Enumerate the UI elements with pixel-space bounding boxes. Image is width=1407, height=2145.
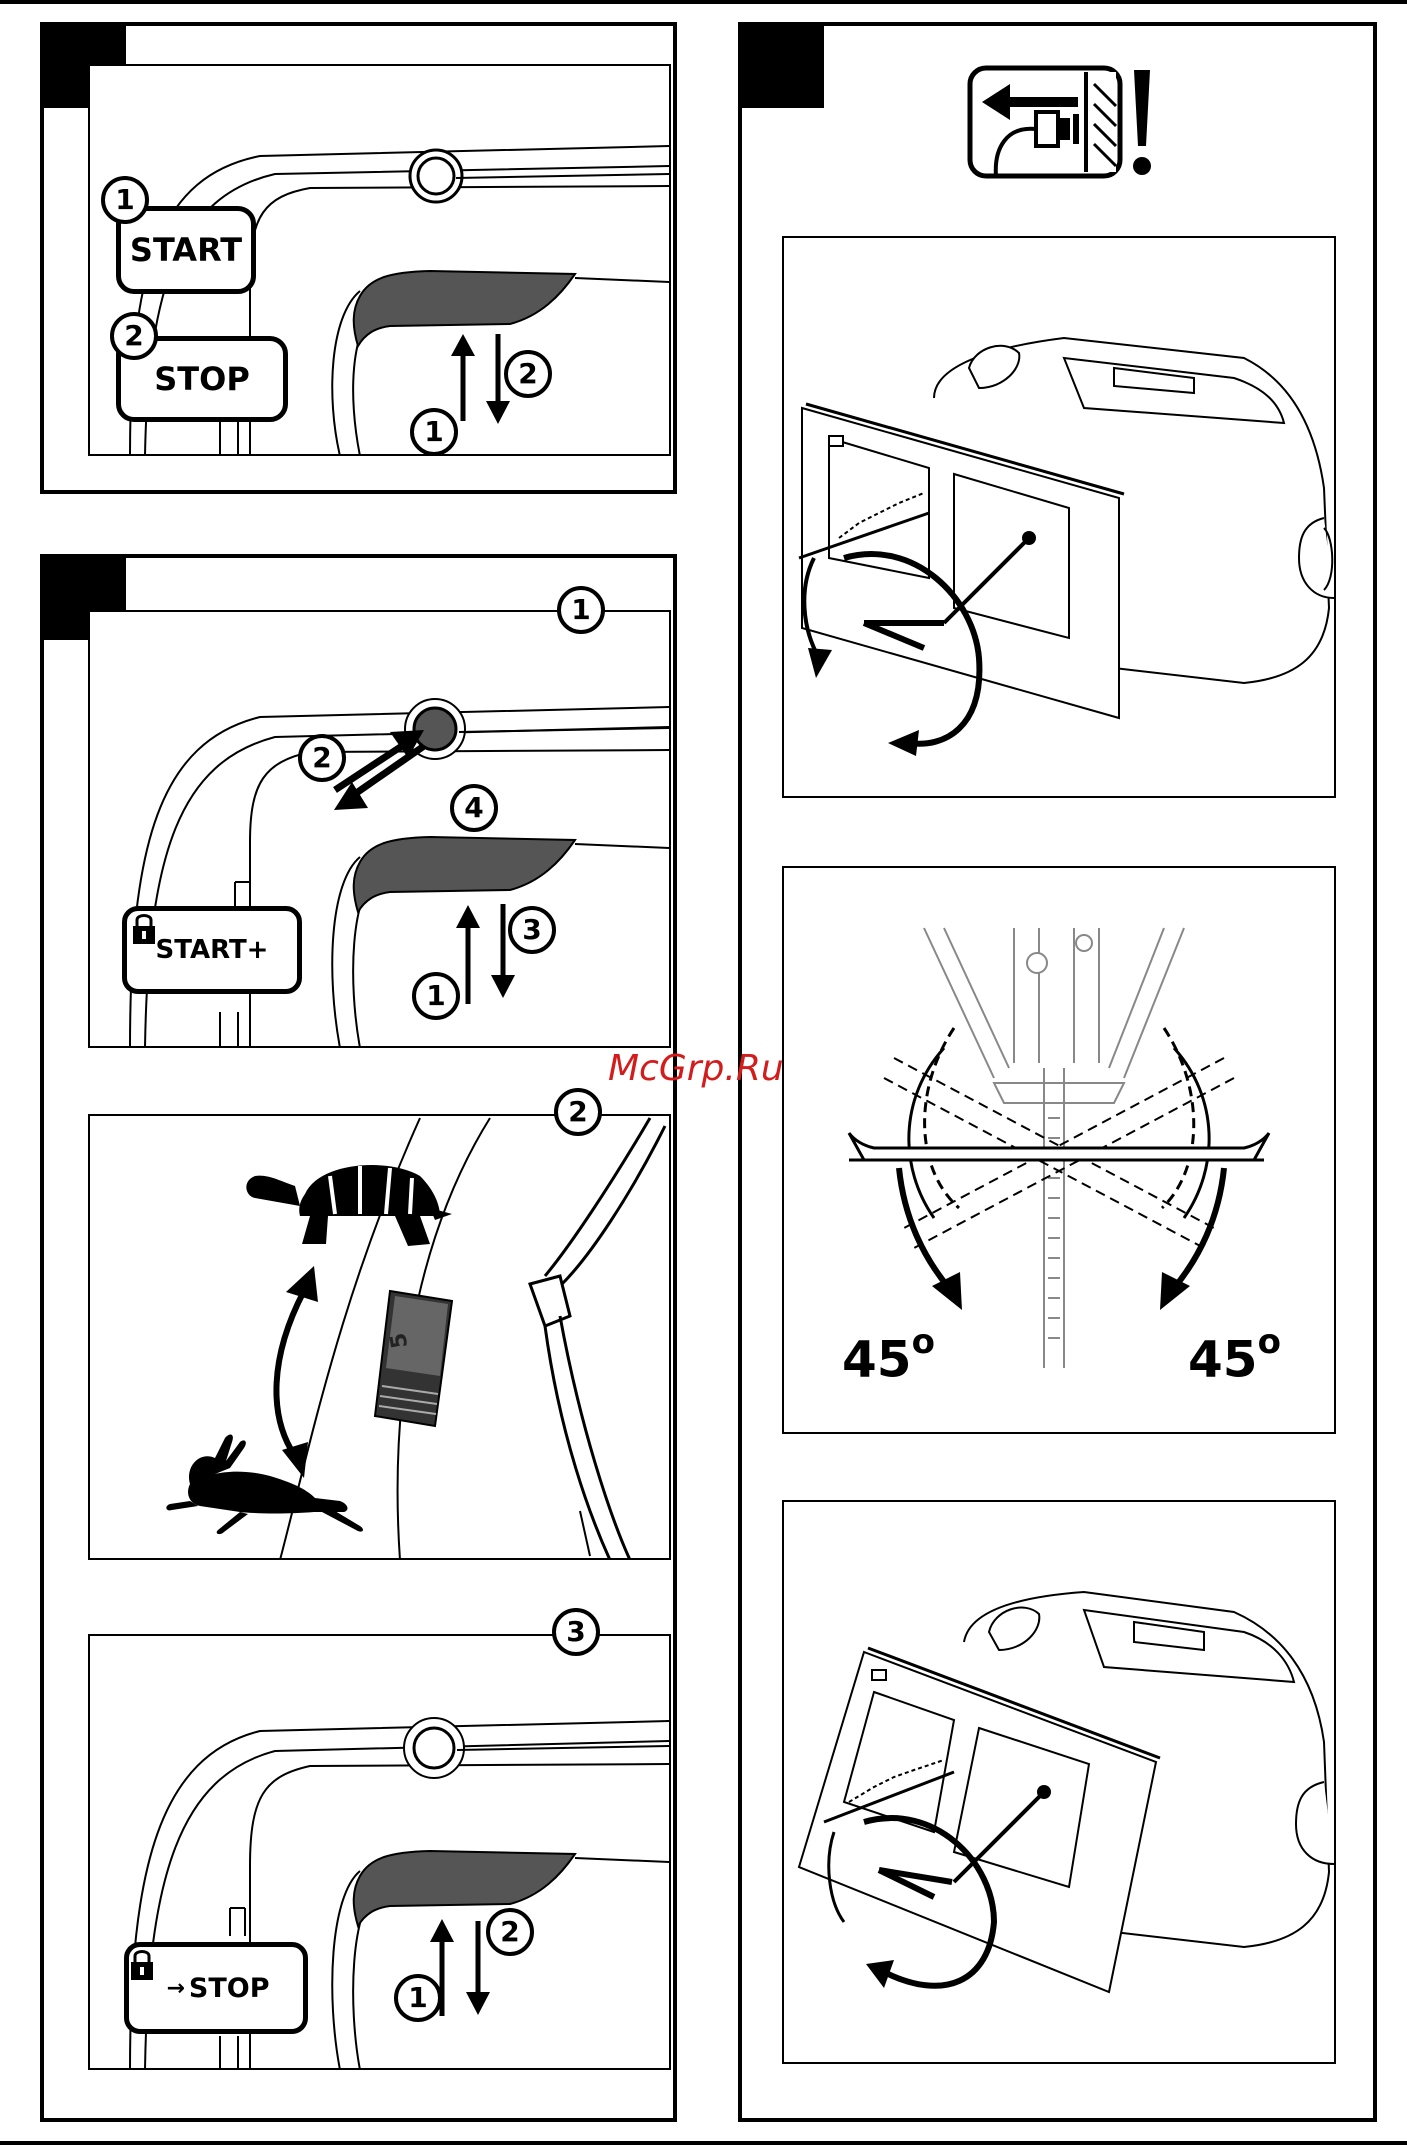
- angle-left-value: 45: [842, 1331, 912, 1389]
- blade-removal-frame: [782, 236, 1336, 798]
- angle-left-label: 45o: [842, 1328, 935, 1389]
- arrow-down-marker: 3: [508, 906, 556, 954]
- lock-stop-button[interactable]: → STOP: [124, 1942, 308, 2034]
- speed-dial[interactable]: [375, 1291, 452, 1426]
- start-marker: 1: [101, 176, 149, 224]
- start-lock-label: START+: [156, 935, 269, 965]
- machine-frame-step3: 1 2 → STOP: [88, 1634, 671, 2070]
- speed-frame: 5: [88, 1114, 671, 1560]
- step3-badge: 3: [552, 1608, 600, 1656]
- press-in-marker: 2: [298, 734, 346, 782]
- degree-mark: o: [912, 1322, 935, 1362]
- blade-removal-illustration: [784, 238, 1336, 798]
- panel-start-stop: 1 2 START 1 STOP 2: [40, 22, 677, 494]
- speed-arrow: [276, 1266, 318, 1478]
- step1-badge: 1: [557, 586, 605, 634]
- panel-blade-adjust: !: [738, 22, 1377, 2122]
- step2-badge: 2: [554, 1088, 602, 1136]
- angle-right-label: 45o: [1188, 1328, 1281, 1389]
- angle-right-value: 45: [1188, 1331, 1258, 1389]
- panel-tab: [742, 26, 824, 108]
- arrow-down-marker: 2: [504, 350, 552, 398]
- machine-frame-step1: 2 4 1 3 START+: [88, 610, 671, 1048]
- arrow-up-marker: 1: [410, 408, 458, 456]
- stop-marker: 2: [110, 312, 158, 360]
- stop-button-label: STOP: [154, 360, 250, 398]
- start-button-label: START: [130, 231, 242, 269]
- unplug-warning-icon: [966, 64, 1156, 184]
- watermark: McGrp.Ru: [608, 1048, 784, 1089]
- blade-angle-frame: 45o 45o: [782, 866, 1336, 1434]
- lock-arrow: →: [166, 1976, 184, 2001]
- hare-icon: [166, 1435, 363, 1535]
- arrow-up-marker: 1: [394, 1974, 442, 2022]
- release-marker: 4: [450, 784, 498, 832]
- lock-icon: [129, 1947, 155, 1981]
- blade-tilt-illustration: [784, 1502, 1336, 2064]
- blade-tilt-frame: [782, 1500, 1336, 2064]
- bottom-rule: [0, 2141, 1407, 2145]
- arrow-down-marker: 2: [486, 1908, 534, 1956]
- tortoise-icon: [246, 1165, 452, 1246]
- degree-mark: o: [1258, 1322, 1281, 1362]
- lock-icon: [131, 911, 157, 945]
- unplug-warning: !: [966, 64, 1156, 184]
- speed-illustration: [90, 1116, 671, 1560]
- panel-lock-speed: 2 4 1 3 START+ 1: [40, 554, 677, 2122]
- top-rule: [0, 0, 1407, 4]
- start-lock-button[interactable]: START+: [122, 906, 302, 994]
- lock-stop-label: STOP: [189, 1973, 270, 2004]
- arrow-up-marker: 1: [412, 972, 460, 1020]
